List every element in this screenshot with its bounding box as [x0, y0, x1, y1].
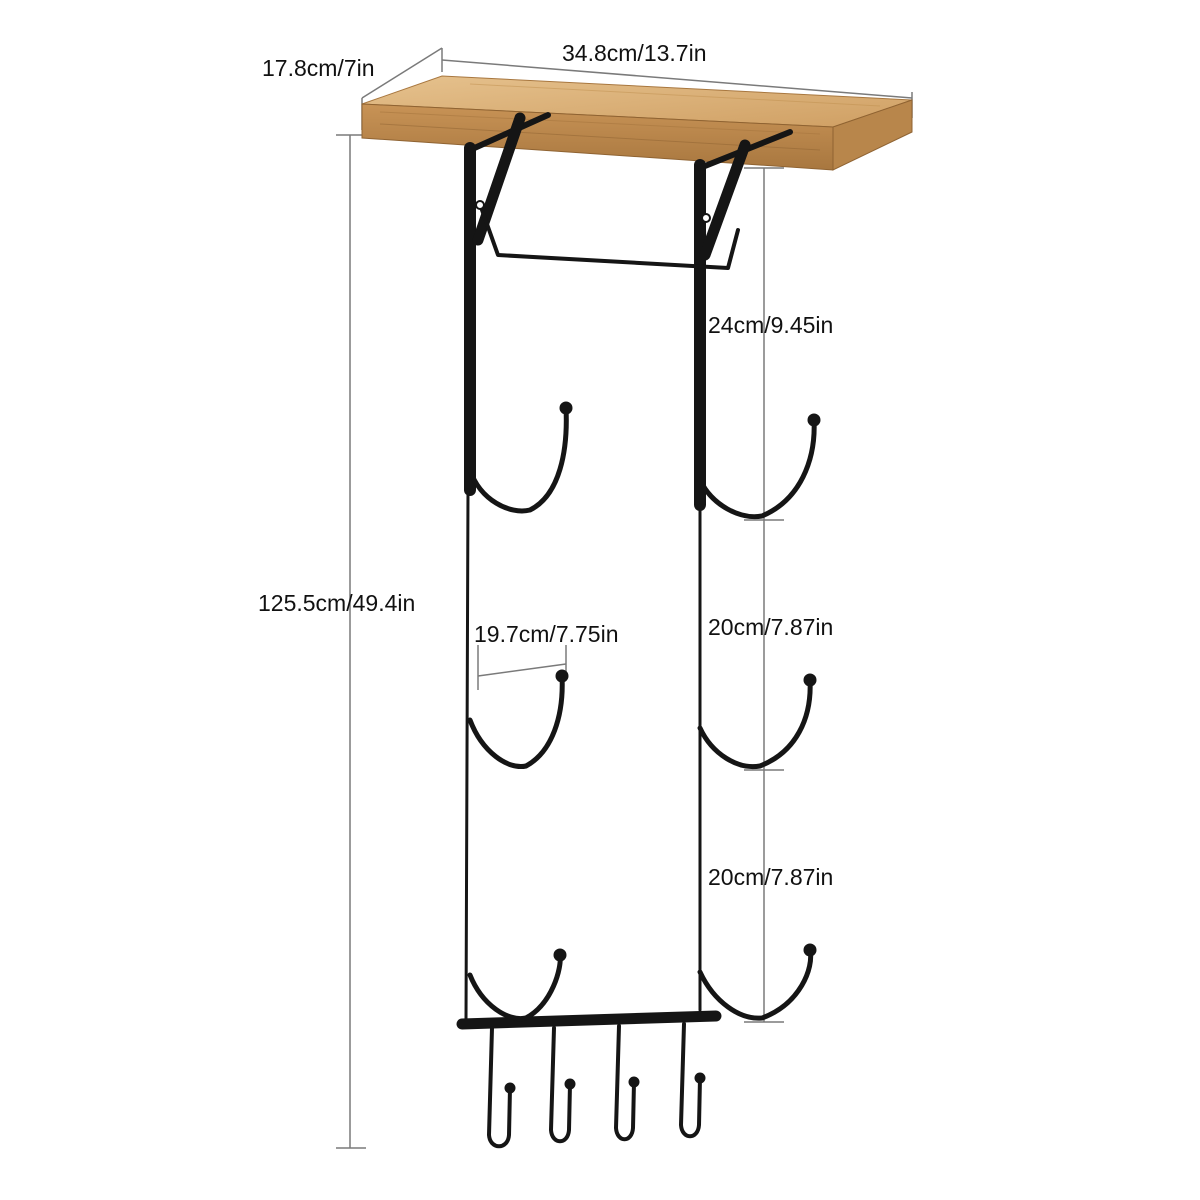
metal-rack-frame [456, 112, 793, 1030]
small-hook-4 [678, 1022, 702, 1139]
width-dimension-line [441, 59, 913, 99]
hook-spacing-top-label: 24cm/9.45in [708, 312, 834, 338]
hook-spacing-bottom-label: 20cm/7.87in [708, 864, 834, 890]
hook-right-1 [697, 417, 817, 520]
hook-width-label: 19.7cm/7.75in [474, 621, 619, 647]
hook-right-2 [697, 677, 813, 770]
height-label: 125.5cm/49.4in [258, 590, 416, 616]
wooden-shelf [361, 75, 913, 171]
hook-spacing-middle-label: 20cm/7.87in [708, 614, 834, 640]
hook-left-3 [467, 952, 563, 1022]
dimension-lines [336, 47, 913, 1149]
small-hook-1 [486, 1026, 512, 1149]
small-hooks [486, 1022, 706, 1149]
small-hook-2 [548, 1026, 572, 1144]
width-label: 34.8cm/13.7in [562, 40, 707, 66]
depth-label: 17.8cm/7in [262, 55, 375, 81]
hook-width-dimension-line [477, 663, 567, 677]
large-hooks [467, 401, 821, 1022]
depth-dimension-line [361, 47, 443, 99]
hook-left-1 [467, 405, 569, 514]
small-hook-3 [613, 1024, 636, 1142]
hook-left-2 [467, 673, 565, 770]
hook-right-3 [697, 947, 814, 1021]
